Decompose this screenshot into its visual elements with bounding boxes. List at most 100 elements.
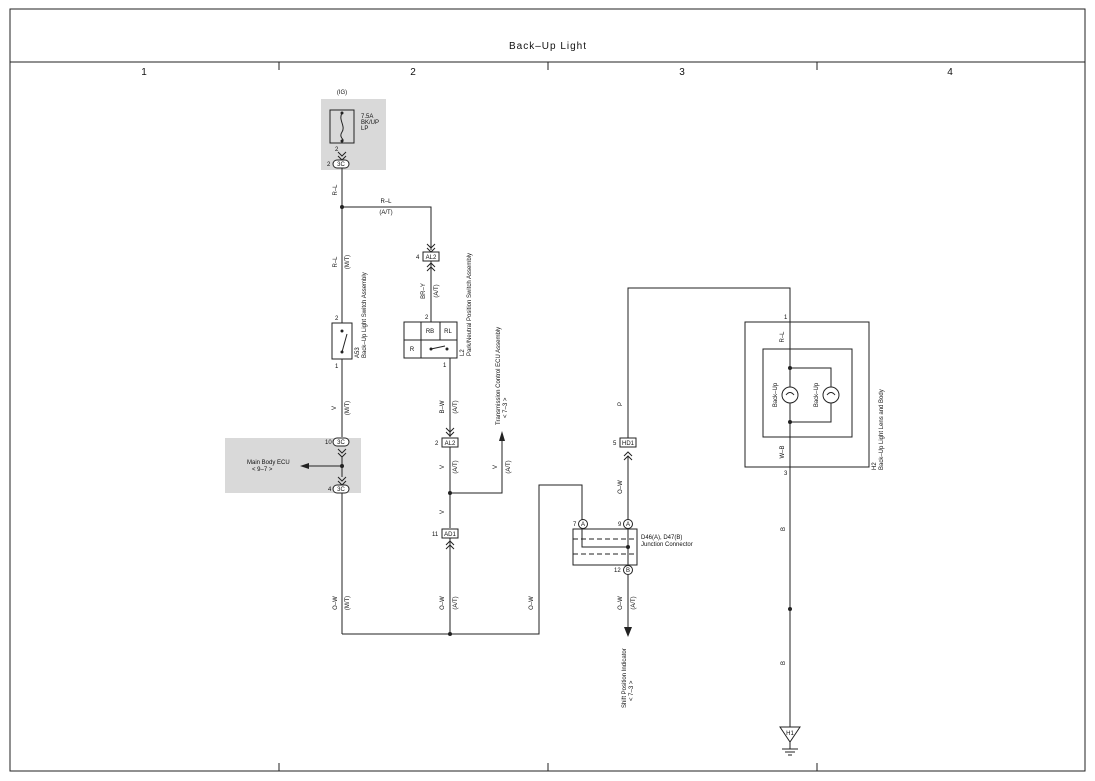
fuse-rating: 7.5A [361,114,373,120]
l2-id: L2 [460,349,466,356]
conn-3c-label-2: 3C [337,440,345,446]
junction-a-left-label: A [581,522,585,528]
wire-label-v-at: (A/T) [453,460,459,473]
conn-3c-label: 3C [337,162,345,168]
connector-chevron-al2-2 [445,427,455,437]
wire-label-rl-h2: R–L [780,331,786,343]
fuse-pin: 2 [335,147,339,153]
column-2: 2 [410,67,416,78]
fuse-name-line2: LP [361,126,368,132]
wire-label-bw-at: (A/T) [453,400,459,413]
wire-label-ow-1: O–W [333,596,339,610]
junction-name-2: Junction Connector [641,542,693,548]
junction-pin7: 7 [573,522,577,528]
l2-pin2: 2 [425,315,429,321]
conn-al2-label-2: AL2 [445,441,456,447]
junction-a-right-label: A [626,522,630,528]
h2-pin3: 3 [784,471,788,477]
conn-hd1-pin: 5 [613,441,617,447]
wire-label-rl-at: (A/T) [379,210,392,216]
splice-h2-bot [788,420,792,424]
wire-label-rl-1: R–L [333,184,339,196]
fuse-bkup [329,109,355,144]
fuse-name-line1: BK/UP [361,120,379,126]
fuse-supply: (IG) [337,90,347,96]
conn-ad1-pin: 11 [432,532,439,538]
l2-r: R [410,347,415,353]
wire-to-tcu [450,440,503,494]
conn-pin10-label: 10 [325,440,332,446]
ground-icon [779,726,801,756]
conn-al2-pin: 4 [416,255,420,261]
wire-label-v-4: V [493,465,499,469]
conn-ad1-label: AD1 [444,532,456,538]
conn-al2-label: AL2 [426,255,437,261]
arrow-tcu [499,431,505,441]
a53-pin1: 1 [335,364,339,370]
tcu-ref: < 7–3 > [503,397,509,418]
a53-name: Back–Up Light Switch Assembly [362,272,368,358]
conn-3c-pin: 2 [327,162,331,168]
tcu-name: Transmission Control ECU Assembly [496,327,502,425]
l2-rb: RB [426,329,434,335]
wire-label-b-2: B [781,661,787,665]
junction-pin9: 9 [618,522,622,528]
shift-ref: < 7–3 > [629,680,635,701]
conn-3c-label-3: 3C [337,487,345,493]
a53-id: A53 [355,347,361,358]
column-markers [278,62,818,771]
wire-label-v-at-2: (A/T) [506,460,512,473]
wire-bottom-bus [342,484,583,635]
arrow-mbecu [300,463,309,469]
column-4: 4 [947,67,953,78]
wire-label-v-1: V [332,406,338,410]
l2-pin1: 1 [443,363,447,369]
wire-r-l-at [342,206,432,250]
wire-label-b-1: B [781,527,787,531]
mbecu-ref: < 9–7 > [252,467,273,473]
bulb-right-icon [822,386,840,404]
wire-label-bry-at: (A/T) [434,284,440,297]
filament-left [785,392,795,396]
a53-pin2: 2 [335,316,339,322]
wire-label-bry: BR–Y [421,283,427,299]
junction-name-1: D46(A), D47(B) [641,535,682,541]
wire-label-v-3: V [440,510,446,514]
connector-chevron-hd1 [623,451,633,461]
wire-label-rl-2: R–L [333,256,339,268]
conn-3c-top [332,159,350,169]
frame-border [9,8,1086,772]
filament-right [826,392,836,396]
conn-3c-pin10 [332,437,350,447]
junction-pin12: 12 [614,568,621,574]
wire-label-wb: W–B [780,445,786,458]
l2-name: Park/Neutral Position Switch Assembly [467,253,473,356]
h2-pin1: 1 [784,315,788,321]
junction-b [623,565,633,575]
conn-hd1-label: HD1 [622,441,635,447]
wire-label-p: P [618,402,624,406]
shift-name: Shift Position Indicator [622,648,628,708]
conn-pin4-label: 4 [328,487,332,493]
splice-h2-top [788,366,792,370]
wire-label-v-mt: (M/T) [345,401,351,415]
h2-id: H2 [872,462,878,470]
diagram-title: Back–Up Light [509,41,587,52]
lamp-right-label: Back–Up [814,382,820,407]
bulb-left-icon [781,386,799,404]
wire-label-rl-mt: (M/T) [345,255,351,269]
wire-label-ow-mt: (M/T) [345,596,351,610]
wire-p [627,287,791,438]
column-3: 3 [679,67,685,78]
lamp-left-label: Back–Up [773,382,779,407]
wire-label-v-2: V [440,465,446,469]
wire-label-ow-at: (A/T) [453,596,459,609]
conn-al2-pin-2: 2 [435,441,439,447]
l2-switch [403,321,458,359]
wire-label-ow-2: O–W [440,596,446,610]
wire-label-ow-at-2: (A/T) [631,596,637,609]
conn-3c-pin4 [332,484,350,494]
wire-label-rl-branch: R–L [380,199,392,205]
